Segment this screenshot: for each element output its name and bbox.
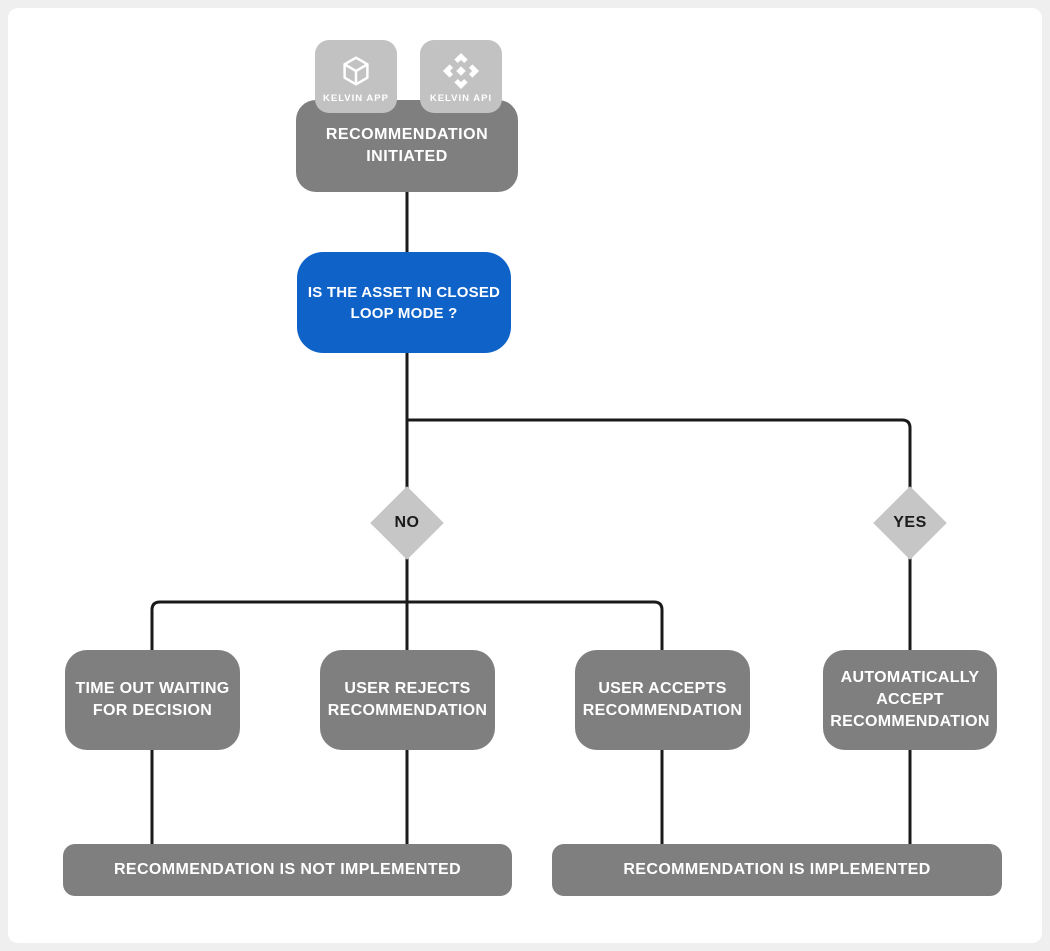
node-closed-loop-decision: IS THE ASSET IN CLOSED LOOP MODE ? [297, 252, 511, 353]
node-implemented: RECOMMENDATION IS IMPLEMENTED [552, 844, 1002, 896]
node-closed-loop-decision-label: IS THE ASSET IN CLOSED LOOP MODE ? [307, 283, 501, 322]
node-not-implemented-label: RECOMMENDATION IS NOT IMPLEMENTED [113, 861, 462, 878]
diamond-pattern-icon [442, 52, 480, 90]
branch-yes-label: YES [893, 514, 927, 531]
node-timeout-waiting: TIME OUT WAITING FOR DECISION [65, 650, 240, 750]
node-user-rejects-label: USER REJECTS RECOMMENDATION [327, 680, 488, 719]
node-implemented-label: RECOMMENDATION IS IMPLEMENTED [623, 861, 931, 878]
branch-yes-diamond: YES [873, 486, 947, 560]
node-user-accepts: USER ACCEPTS RECOMMENDATION [575, 650, 750, 750]
node-user-accepts-label: USER ACCEPTS RECOMMENDATION [582, 680, 743, 719]
node-recommendation-initiated: RECOMMENDATION INITIATED [296, 100, 518, 192]
badge-kelvin-api-label: KELVIN API [429, 92, 493, 104]
node-recommendation-initiated-label: RECOMMENDATION INITIATED [325, 126, 489, 165]
edge-decision-yes [407, 418, 912, 491]
cube-icon [337, 52, 375, 90]
branch-no-diamond: NO [370, 486, 444, 560]
branch-no-label: NO [394, 514, 420, 531]
canvas-card [8, 8, 1042, 943]
node-auto-accept: AUTOMATICALLY ACCEPT RECOMMENDATION [823, 650, 997, 750]
node-auto-accept-label: AUTOMATICALLY ACCEPT RECOMMENDATION [830, 669, 990, 730]
node-not-implemented: RECOMMENDATION IS NOT IMPLEMENTED [63, 844, 512, 896]
edge-no-fanout-branches [150, 600, 664, 650]
badge-kelvin-app-label: KELVIN APP [323, 92, 389, 104]
badge-kelvin-api: KELVIN API [420, 40, 502, 113]
node-user-rejects: USER REJECTS RECOMMENDATION [320, 650, 495, 750]
badge-kelvin-app: KELVIN APP [315, 40, 397, 113]
node-timeout-waiting-label: TIME OUT WAITING FOR DECISION [75, 680, 230, 719]
